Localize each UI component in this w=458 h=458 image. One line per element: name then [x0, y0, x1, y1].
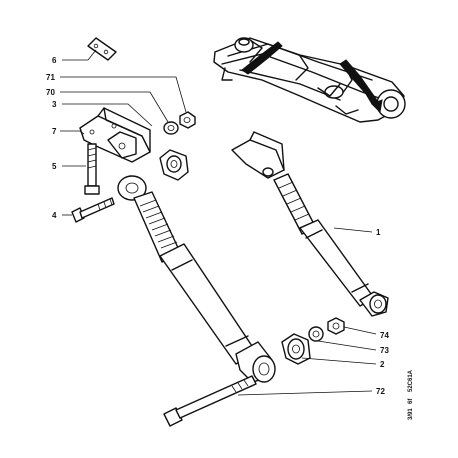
callout-2: 2: [380, 360, 385, 369]
reference-number: 52C61A: [408, 369, 414, 392]
shock-absorber-main: [117, 175, 276, 383]
plate-part-6: [87, 37, 117, 61]
callout-1: 1: [376, 228, 381, 237]
bushing-upper: [159, 149, 189, 181]
callout-71: 71: [46, 73, 55, 82]
callout-73: 73: [380, 346, 389, 355]
callout-72: 72: [376, 387, 385, 396]
callout-74: 74: [380, 331, 389, 340]
chassis-inset: [213, 37, 406, 123]
bracket-part-7: [79, 107, 151, 163]
callout-3: 3: [52, 100, 57, 109]
callout-labels: 6 71 70 3 7 5 4 1 74 73 2 72: [46, 56, 389, 396]
shock-absorber-secondary: [231, 131, 389, 317]
callout-70: 70: [46, 88, 55, 97]
bushing-part-2: [281, 333, 311, 365]
washer-part-3: [163, 121, 179, 135]
bolt-part-72: [163, 375, 257, 427]
bolt-part-4: [71, 197, 115, 223]
reference-code: 6f: [408, 398, 414, 404]
callout-5: 5: [52, 162, 57, 171]
reference-date: 3/91: [408, 408, 414, 420]
nut-part-71: [179, 111, 196, 129]
leader-lines: [60, 49, 377, 396]
callout-6: 6: [52, 56, 57, 65]
drawing-reference: 3/91 6f 52C61A: [408, 369, 414, 420]
nut-part-74: [327, 317, 345, 335]
washer-part-73: [308, 326, 324, 342]
callout-4: 4: [52, 211, 57, 220]
callout-7: 7: [52, 127, 57, 136]
bolt-part-5: [84, 143, 100, 195]
